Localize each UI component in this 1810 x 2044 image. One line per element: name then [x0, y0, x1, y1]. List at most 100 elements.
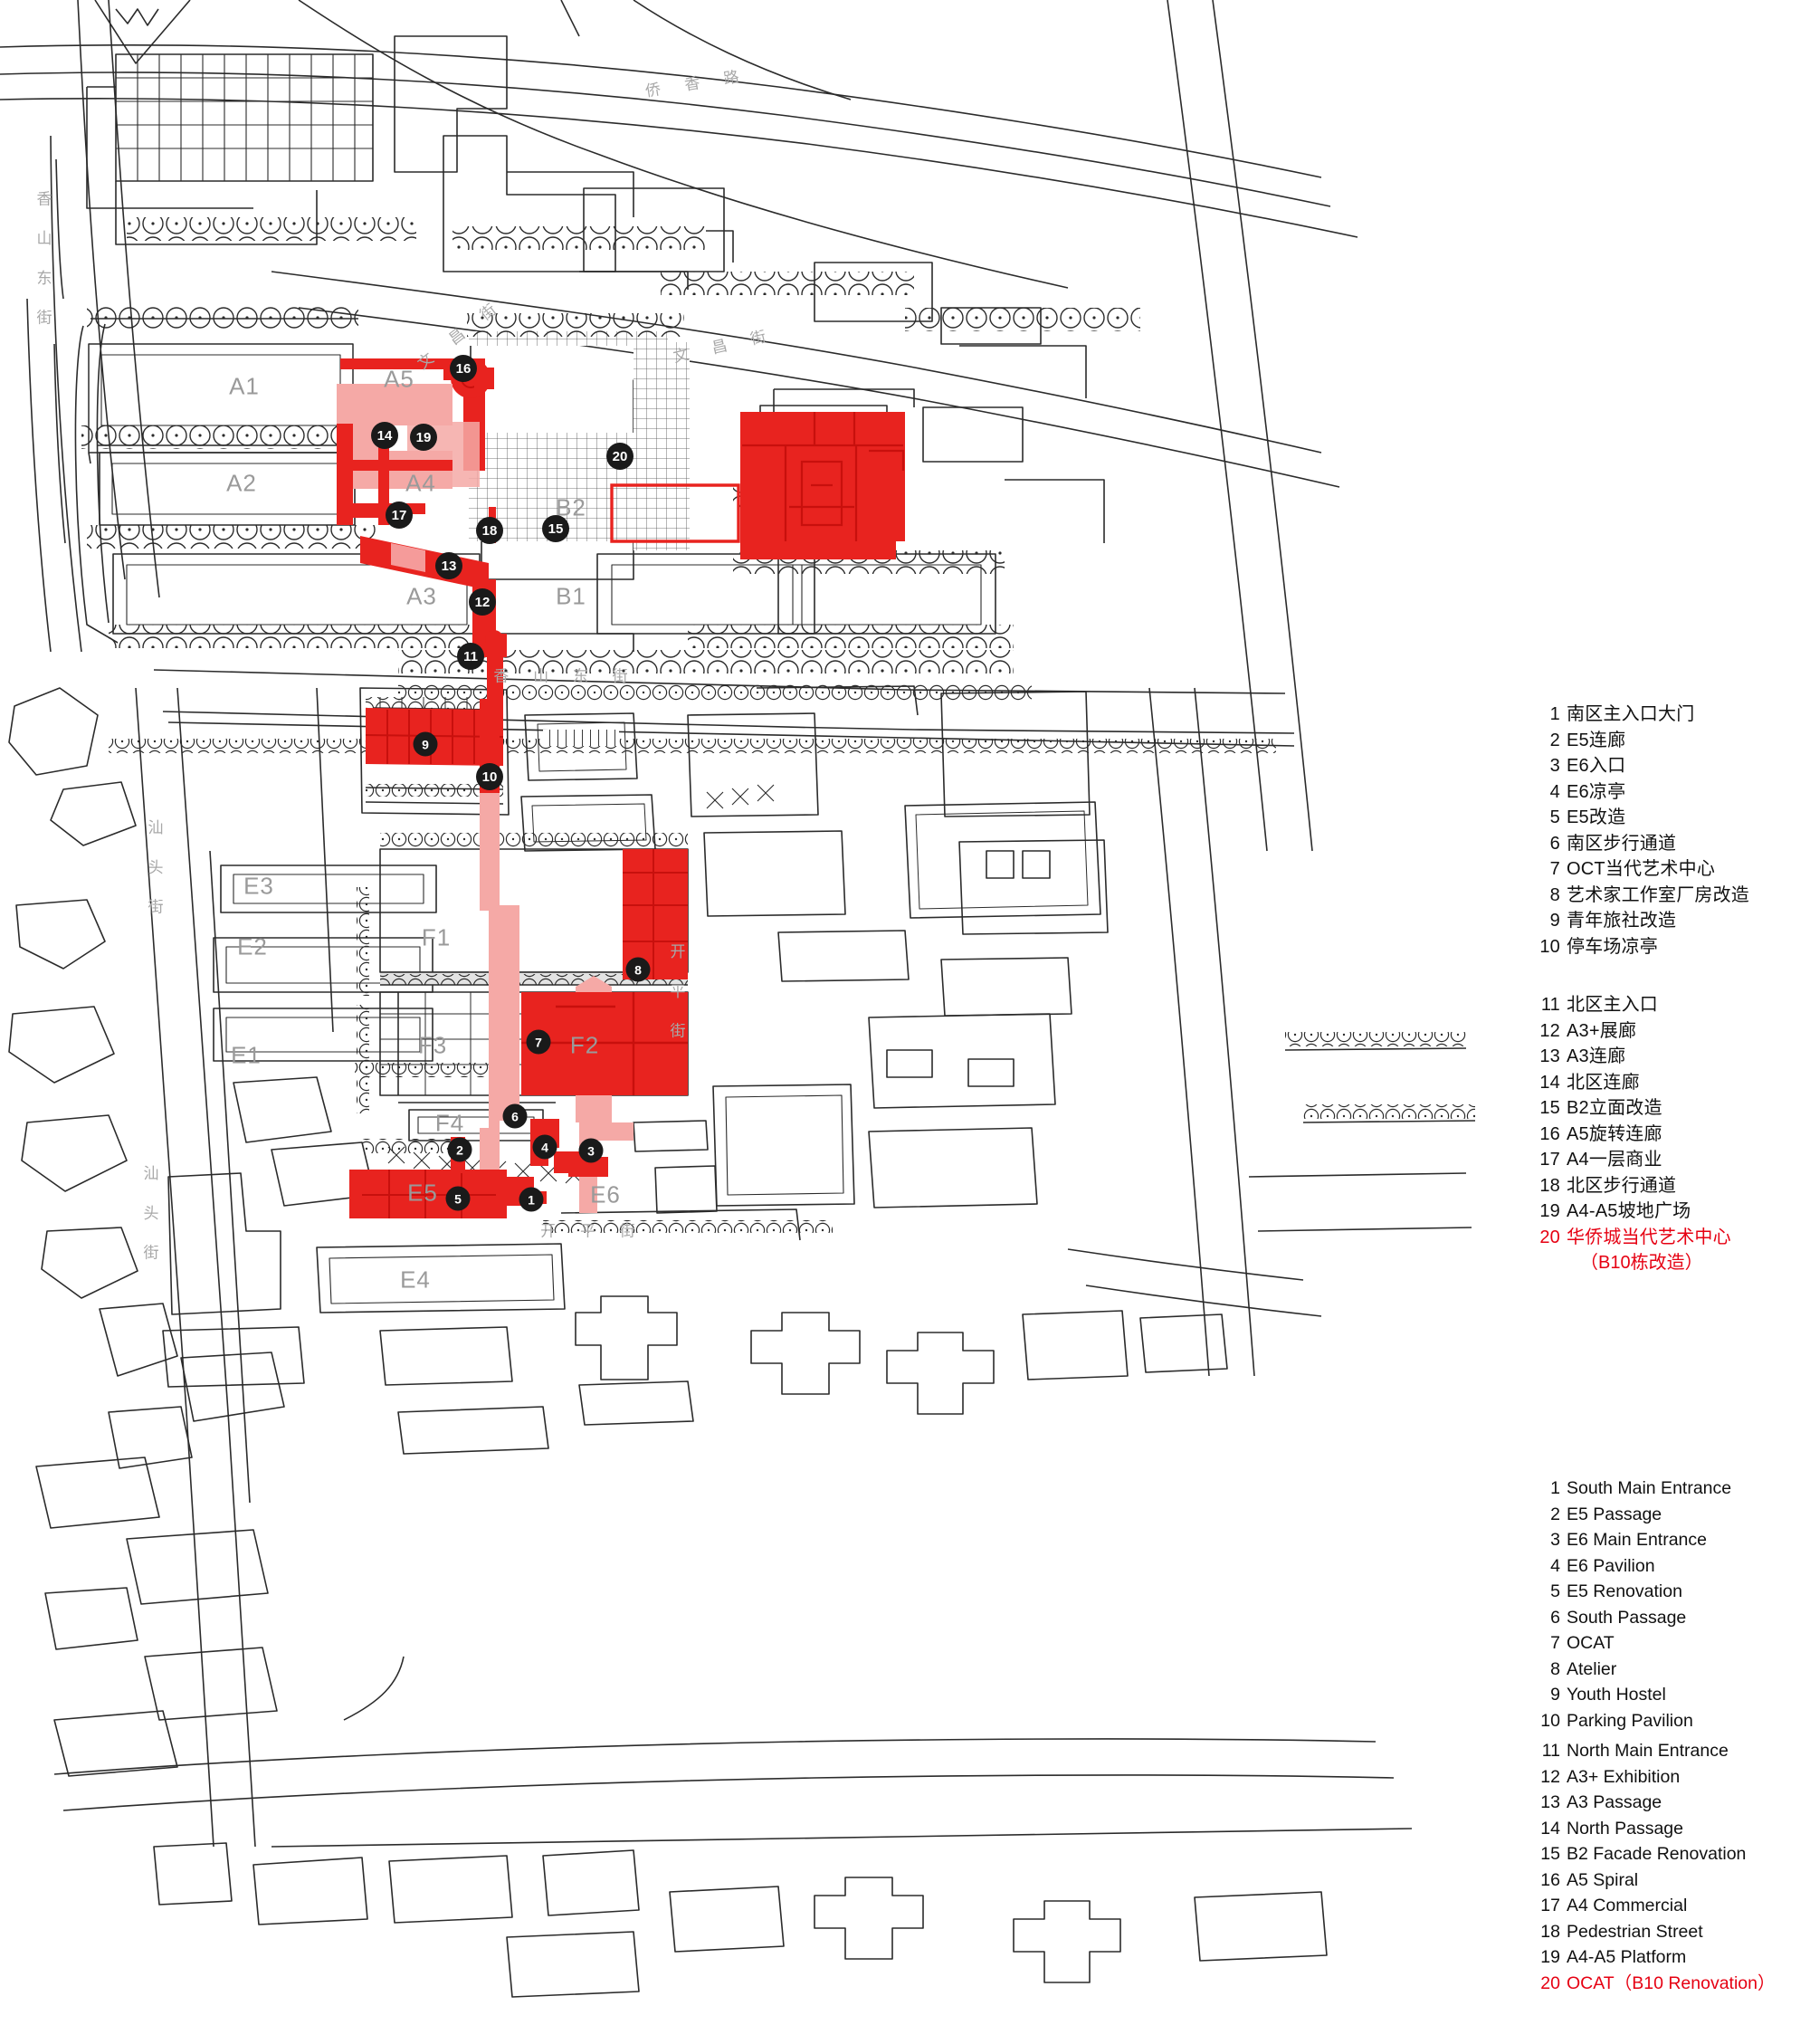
block-label-e4: E4: [400, 1266, 431, 1294]
map-marker-8[interactable]: 8: [625, 957, 651, 982]
legend-number: 15: [1540, 1844, 1560, 1864]
map-marker-6[interactable]: 6: [502, 1103, 528, 1129]
legend-label: A5 Spiral: [1567, 1869, 1639, 1890]
legend-label: A4一层商业: [1567, 1150, 1662, 1170]
block-label-e5: E5: [407, 1179, 438, 1207]
block-label-a2: A2: [226, 469, 257, 497]
legend-label: A4-A5坡地广场: [1567, 1201, 1691, 1221]
legend-number: 9: [1550, 1685, 1560, 1705]
map-marker-2[interactable]: 2: [447, 1137, 472, 1162]
map-marker-3[interactable]: 3: [578, 1138, 604, 1163]
map-marker-9[interactable]: 9: [413, 731, 438, 757]
legend-number: 13: [1539, 1046, 1560, 1066]
legend-label: E6凉亭: [1567, 781, 1626, 802]
legend-label: OCT当代艺术中心: [1567, 859, 1716, 879]
legend-number: 3: [1550, 1530, 1560, 1550]
legend-number: 17: [1539, 1150, 1560, 1170]
map-drawing: [0, 0, 1476, 1998]
legend-label: 艺术家工作室厂房改造: [1567, 884, 1749, 905]
legend-label: 北区连廊: [1567, 1072, 1640, 1093]
map-marker-17[interactable]: 17: [386, 501, 413, 529]
street-label-xiangshan-east-st: 香 山 东 街: [493, 667, 638, 685]
legend-label: 停车场凉亭: [1567, 936, 1658, 957]
legend-label: A5旋转连廊: [1567, 1123, 1662, 1144]
legend-cn-item-7: 7 OCT当代艺术中心: [1528, 856, 1810, 883]
block-label-e3: E3: [243, 872, 274, 900]
block-label-b10: B10: [540, 391, 618, 438]
map-marker-5[interactable]: 5: [445, 1186, 471, 1211]
map-marker-13[interactable]: 13: [435, 552, 462, 579]
map-marker-7[interactable]: 7: [526, 1029, 551, 1055]
legend-number: 8: [1549, 884, 1560, 905]
legend-number: 20: [1540, 1972, 1560, 1993]
block-label-a4: A4: [405, 469, 436, 497]
map-marker-11[interactable]: 11: [457, 643, 484, 670]
legend-en-item-9: 9 Youth Hostel: [1528, 1682, 1810, 1708]
map-marker-14[interactable]: 14: [371, 422, 398, 449]
legend-number: 14: [1540, 1818, 1560, 1839]
map-marker-20[interactable]: 20: [606, 443, 634, 470]
map-marker-12[interactable]: 12: [469, 588, 496, 616]
legend-label: E6 Pavilion: [1567, 1555, 1655, 1576]
legend-number: 19: [1539, 1201, 1560, 1221]
legend-number: 13: [1540, 1792, 1560, 1812]
legend-label: North Main Entrance: [1567, 1741, 1729, 1761]
legend-number: 4: [1549, 781, 1560, 802]
block-label-b1: B1: [556, 582, 586, 610]
legend-number: 10: [1539, 936, 1560, 957]
map-marker-4[interactable]: 4: [532, 1134, 557, 1160]
legend-number: 7: [1549, 859, 1560, 879]
legend-cn-item-4: 4 E6凉亭: [1528, 779, 1810, 806]
legend-label: 华侨城当代艺术中心: [1567, 1227, 1731, 1247]
map-marker-18[interactable]: 18: [476, 517, 503, 544]
legend-label: Pedestrian Street: [1567, 1921, 1703, 1942]
legend-label: A4 Commercial: [1567, 1896, 1688, 1915]
legend-number: 11: [1541, 1741, 1560, 1761]
block-label-f2: F2: [569, 1031, 600, 1059]
legend-label: Youth Hostel: [1567, 1685, 1666, 1705]
block-label-e6: E6: [590, 1180, 621, 1208]
legend-cn-item-17: 17 A4一层商业: [1528, 1147, 1810, 1173]
legend-number: 17: [1540, 1896, 1560, 1915]
map-marker-1[interactable]: 1: [519, 1187, 544, 1212]
legend-label: 北区主入口: [1567, 995, 1658, 1015]
map-marker-16[interactable]: 16: [450, 355, 477, 382]
legend-label: B2 Facade Renovation: [1567, 1844, 1747, 1864]
street-label-shantou-st-lower: 汕 头 街: [140, 1165, 158, 1270]
legend-label: E5 Renovation: [1567, 1581, 1682, 1601]
block-label-f3: F3: [417, 1031, 448, 1059]
legend-number: 2: [1550, 1504, 1560, 1524]
map-marker-19[interactable]: 19: [410, 424, 437, 451]
legend-number: 16: [1539, 1123, 1560, 1144]
map-marker-10[interactable]: 10: [476, 763, 503, 790]
legend-number: 10: [1540, 1710, 1560, 1731]
map-marker-15[interactable]: 15: [542, 515, 569, 542]
block-label-a5: A5: [384, 365, 414, 393]
